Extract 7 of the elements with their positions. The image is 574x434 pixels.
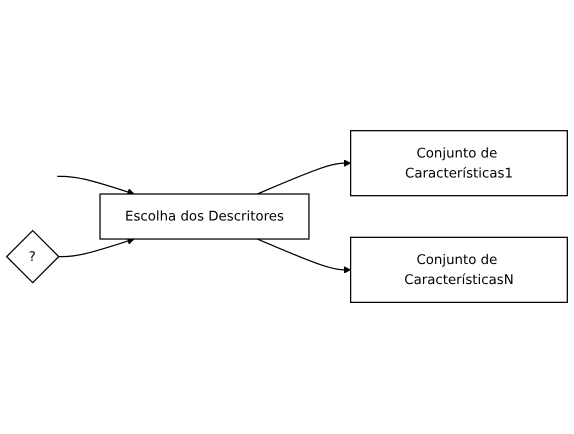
arrow [257,160,351,196]
arrow [58,238,135,258]
node-box: Conjunto de Características1 [350,130,568,197]
node-diamond: ? [6,230,60,284]
arrow [57,176,135,196]
node-box: Escolha dos Descritores [99,194,310,240]
node-box: Conjunto de CaracterísticasN [350,237,568,304]
